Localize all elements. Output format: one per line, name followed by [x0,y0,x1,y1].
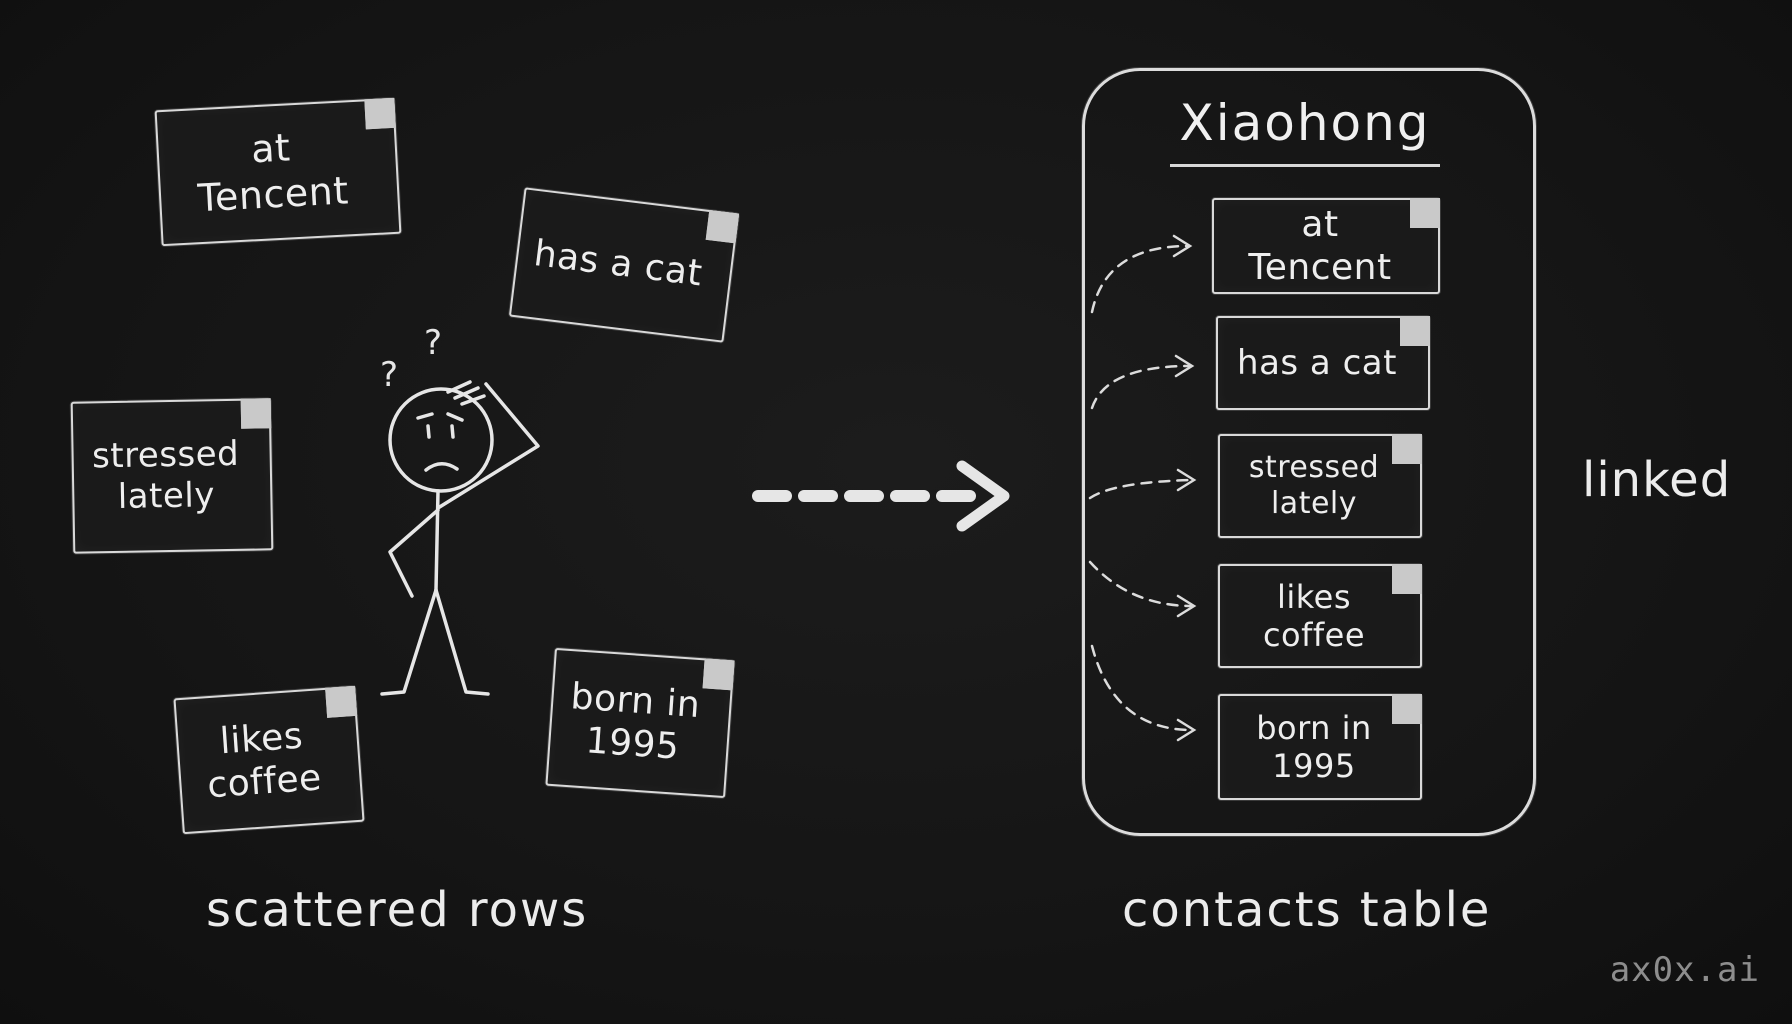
contacts-table-frame [1082,68,1536,836]
question-mark-1: ? [380,355,398,395]
link-arrow-4 [1088,560,1197,618]
link-arrow-1 [1090,234,1193,314]
contact-row-tencent: at Tencent [1212,198,1440,294]
contact-row-stressed: stressed lately [1218,434,1422,538]
contact-row-cat: has a cat [1216,316,1430,410]
contact-row-coffee: likes coffee [1218,564,1422,668]
title-underline [1170,164,1440,167]
contacts-table-caption: contacts table [1122,882,1492,938]
contact-row-born: born in 1995 [1218,694,1422,800]
link-arrow-5 [1090,644,1197,742]
question-mark-2: ? [424,323,442,363]
scattered-rows-caption: scattered rows [206,882,589,938]
link-arrow-3 [1088,468,1197,500]
link-arrows [1088,234,1197,742]
contact-name-title: Xiaohong [1179,94,1431,152]
transform-arrow [752,460,1010,532]
link-arrow-2 [1090,354,1195,410]
confused-stick-figure [380,380,540,696]
linked-label: linked [1582,452,1732,508]
watermark: ax0x.ai [1609,950,1760,990]
